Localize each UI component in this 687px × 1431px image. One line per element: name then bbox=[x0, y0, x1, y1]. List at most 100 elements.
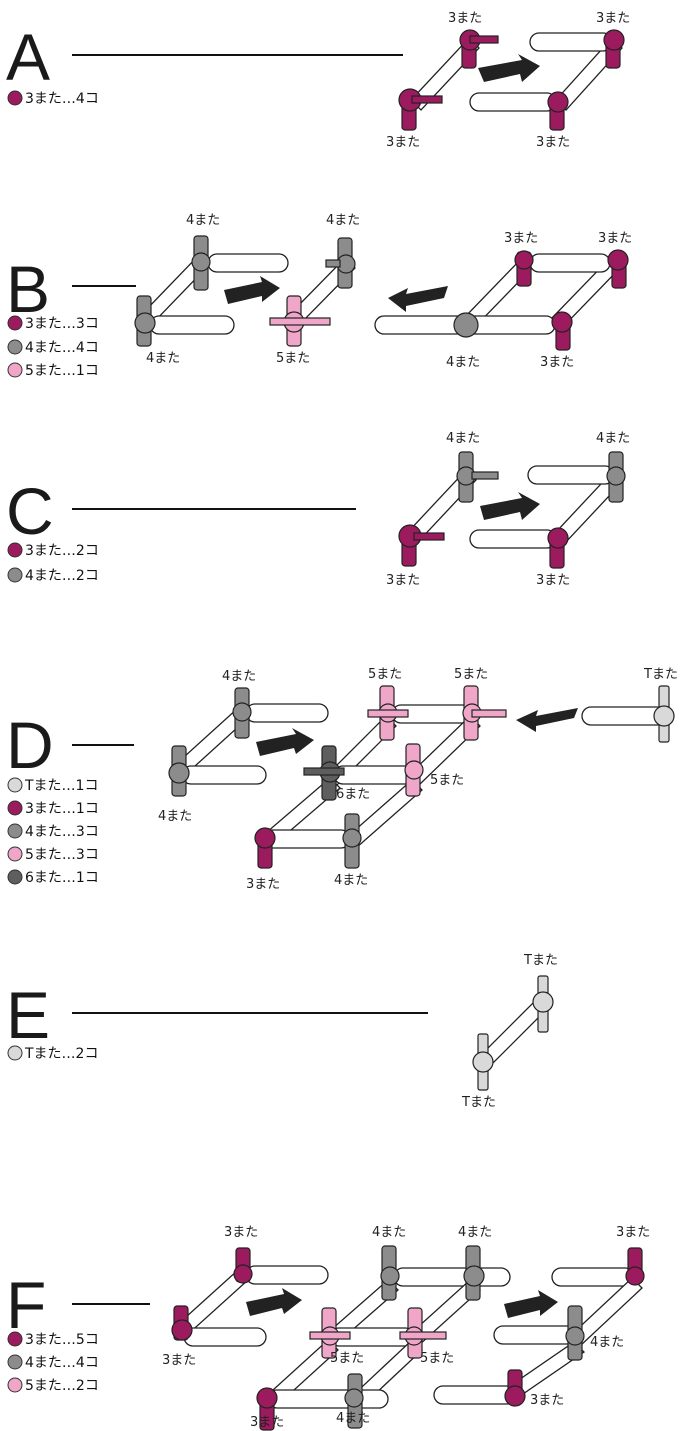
connector-3 bbox=[551, 311, 573, 333]
joint-label: 6また bbox=[336, 787, 370, 802]
connector-3 bbox=[171, 1319, 193, 1341]
joint-label: 3また bbox=[598, 231, 632, 246]
legend-text: 4また…2コ bbox=[25, 568, 99, 584]
legend-dot bbox=[7, 1354, 23, 1370]
connector-t bbox=[532, 991, 554, 1013]
joint-label: 3また bbox=[250, 1415, 284, 1430]
joint-label: 3また bbox=[504, 231, 538, 246]
joint-label: 5また bbox=[454, 667, 488, 682]
section-letter-d: D bbox=[6, 708, 54, 782]
frame-d bbox=[168, 685, 675, 869]
frame-a bbox=[398, 29, 625, 131]
frame-b-left bbox=[134, 235, 356, 347]
legend-f: 3また…5コ 4また…4コ 5また…2コ bbox=[7, 1331, 99, 1394]
connector-4 bbox=[325, 259, 341, 268]
connector-t bbox=[472, 1051, 494, 1073]
assembly-arrow bbox=[224, 276, 280, 304]
connector-6 bbox=[303, 767, 345, 776]
section-letter-f: F bbox=[6, 1268, 46, 1342]
legend-text: 4また…4コ bbox=[25, 1355, 99, 1371]
legend-dot bbox=[7, 567, 23, 583]
joint-label: 3また bbox=[386, 573, 420, 588]
joint-label: Tまた bbox=[523, 953, 558, 968]
connector-3 bbox=[411, 95, 443, 104]
connector-4 bbox=[471, 471, 499, 480]
pipe bbox=[263, 829, 351, 849]
joint-label: 4また bbox=[458, 1225, 492, 1240]
legend-text: 5また…2コ bbox=[25, 1378, 99, 1394]
connector-3 bbox=[547, 527, 569, 549]
connector-3 bbox=[607, 249, 629, 271]
joint-label: 4また bbox=[372, 1225, 406, 1240]
connector-3 bbox=[514, 250, 534, 270]
pipe bbox=[469, 529, 557, 549]
joint-label: 3また bbox=[162, 1353, 196, 1368]
legend-e: Tまた…2コ bbox=[7, 1045, 98, 1062]
legend-text: 4また…4コ bbox=[25, 340, 99, 356]
connector-3 bbox=[256, 1387, 278, 1409]
legend-text: 3また…2コ bbox=[25, 543, 99, 559]
joint-label: 4また bbox=[590, 1335, 624, 1350]
joint-label: 3また bbox=[530, 1393, 564, 1408]
frame-b-right bbox=[374, 249, 629, 351]
legend-c: 3また…2コ 4また…2コ bbox=[7, 542, 99, 584]
legend-dot bbox=[7, 362, 23, 378]
joint-label: 3また bbox=[224, 1225, 258, 1240]
legend-a: 3また…4コ bbox=[7, 90, 99, 107]
legend-dot bbox=[7, 339, 23, 355]
connector-4 bbox=[134, 312, 156, 334]
legend-dot bbox=[7, 777, 23, 793]
joint-label: 3また bbox=[246, 877, 280, 892]
pipe bbox=[433, 1385, 517, 1405]
connector-5 bbox=[471, 709, 507, 718]
joint-label: 4また bbox=[446, 355, 480, 370]
section-letter-a: A bbox=[6, 20, 50, 94]
joint-label: 3また bbox=[540, 355, 574, 370]
joint-label: Tまた bbox=[461, 1095, 496, 1110]
pipe bbox=[245, 703, 329, 723]
connector-3 bbox=[504, 1385, 526, 1407]
connector-t bbox=[653, 705, 675, 727]
pipe bbox=[493, 1325, 577, 1345]
joint-label: 4また bbox=[186, 213, 220, 228]
joint-label: 3また bbox=[536, 135, 570, 150]
joint-label: 5また bbox=[276, 351, 310, 366]
connector-3 bbox=[603, 29, 625, 51]
pipe bbox=[469, 92, 557, 112]
joint-label: Tまた bbox=[643, 667, 678, 682]
pipe bbox=[245, 1265, 329, 1285]
connector-4 bbox=[380, 1266, 400, 1286]
legend-text: 5また…1コ bbox=[25, 363, 99, 379]
connector-4 bbox=[191, 252, 211, 272]
section-a: A 3また…4コ 3また 3また 3また 3また bbox=[6, 11, 630, 150]
connector-4 bbox=[463, 1265, 485, 1287]
section-b: B 3また…3コ 4また…4コ 5また…1コ bbox=[6, 213, 632, 379]
connector-4 bbox=[342, 828, 362, 848]
legend-text: 3また…5コ bbox=[25, 1332, 99, 1348]
assembly-arrow bbox=[246, 1288, 302, 1316]
section-c: C 3また…2コ 4また…2コ 4また 4また 3また bbox=[6, 431, 630, 588]
connector-3 bbox=[413, 532, 445, 541]
section-letter-e: E bbox=[6, 978, 50, 1052]
legend-text: 3また…1コ bbox=[25, 801, 99, 817]
frame-e bbox=[472, 975, 554, 1091]
legend-dot bbox=[7, 800, 23, 816]
legend-text: 4また…3コ bbox=[25, 824, 99, 840]
legend-text: 6また…1コ bbox=[25, 870, 99, 886]
pipe bbox=[529, 32, 613, 52]
joint-label: 4また bbox=[446, 431, 480, 446]
joint-label: 4また bbox=[158, 809, 192, 824]
pipe bbox=[207, 253, 289, 273]
connector-3 bbox=[625, 1266, 645, 1286]
connector-5 bbox=[367, 709, 409, 718]
legend-text: Tまた…2コ bbox=[24, 1046, 98, 1062]
joint-label: 5また bbox=[368, 667, 402, 682]
legend-dot bbox=[7, 823, 23, 839]
connector-3 bbox=[233, 1264, 253, 1284]
legend-d: Tまた…1コ 3また…1コ 4また…3コ 5また…3コ 6また…1コ bbox=[7, 777, 99, 886]
connector-4 bbox=[606, 466, 626, 486]
joint-label: 4また bbox=[222, 669, 256, 684]
legend-text: 3また…3コ bbox=[25, 316, 99, 332]
connector-5 bbox=[404, 760, 424, 780]
assembly-arrow bbox=[478, 54, 540, 82]
